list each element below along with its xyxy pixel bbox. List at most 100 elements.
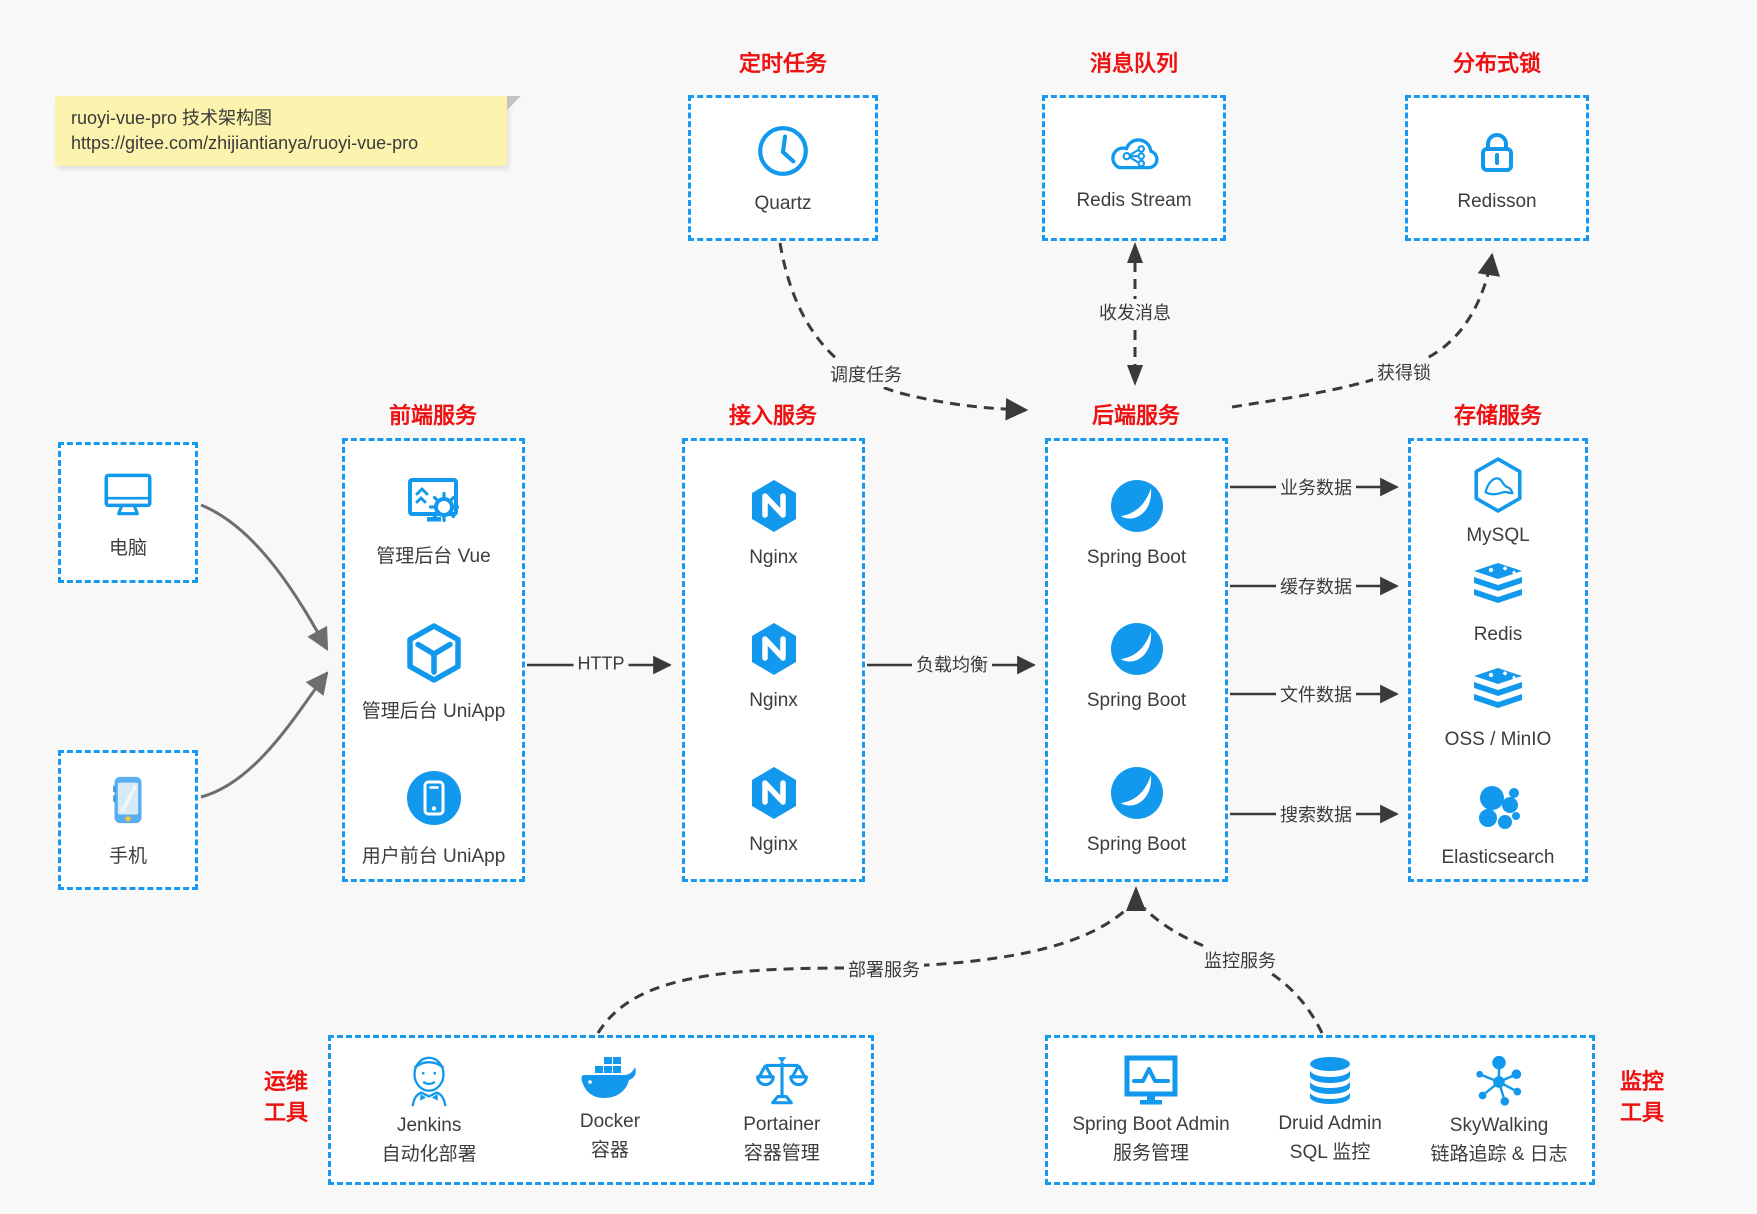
- node-label: Nginx: [749, 690, 798, 711]
- node-admin-vue: 管理后台 Vue: [345, 474, 522, 568]
- topology-icon: [1470, 1052, 1528, 1110]
- node-mobile-client: 手机: [58, 750, 198, 890]
- note-title: ruoyi-vue-pro 技术架构图: [71, 108, 273, 128]
- node-nginx-2: Nginx: [685, 619, 862, 712]
- column-title-storage: 存储服务: [1453, 403, 1542, 428]
- nginx-icon: [744, 476, 804, 536]
- database-icon: [1302, 1054, 1358, 1108]
- mobile-app-icon: [402, 766, 466, 830]
- group-ops-tools: Jenkins 自动化部署 Docker 容器 Portainer 容器管理: [328, 1035, 874, 1185]
- node-sublabel: 链路追踪 & 日志: [1430, 1144, 1568, 1165]
- node-spring-boot-3: Spring Boot: [1048, 763, 1225, 856]
- node-label: Spring Boot: [1086, 834, 1187, 855]
- edge-label-schedule-task: 调度任务: [826, 361, 906, 387]
- node-portainer: Portainer 容器管理: [743, 1053, 820, 1167]
- note-url: https://gitee.com/zhijiantianya/ruoyi-vu…: [71, 133, 419, 153]
- column-title-frontend: 前端服务: [388, 403, 477, 428]
- edge-label-deploy-service: 部署服务: [844, 956, 924, 982]
- node-mysql: MySQL: [1411, 456, 1585, 547]
- node-label: Spring Boot Admin: [1072, 1114, 1230, 1135]
- node-skywalking: SkyWalking 链路追踪 & 日志: [1430, 1052, 1568, 1168]
- edge-label-messages: 收发消息: [1095, 299, 1175, 325]
- edge-label-http: HTTP: [573, 653, 629, 675]
- admin-vue-icon: [402, 474, 466, 530]
- side-label-line: 工具: [1619, 1100, 1664, 1125]
- node-druid-admin: Druid Admin SQL 监控: [1278, 1054, 1382, 1166]
- node-label: Spring Boot: [1086, 690, 1187, 711]
- node-nginx-1: Nginx: [685, 476, 862, 569]
- node-nginx-3: Nginx: [685, 763, 862, 856]
- node-elasticsearch: Elasticsearch: [1411, 782, 1585, 869]
- edge-label-file-data: 文件数据: [1276, 681, 1356, 707]
- node-redis: Redis: [1411, 561, 1585, 646]
- spring-boot-icon: [1107, 619, 1167, 679]
- group-title-message-queue: 消息队列: [1089, 51, 1178, 76]
- node-label: Nginx: [749, 834, 798, 855]
- node-desktop-client: 电脑: [58, 442, 198, 583]
- side-label-line: 工具: [263, 1100, 308, 1125]
- node-oss-minio: OSS / MinIO: [1411, 666, 1585, 751]
- side-label-line: 监控: [1619, 1069, 1664, 1094]
- node-label: MySQL: [1466, 525, 1530, 546]
- jenkins-icon: [400, 1052, 458, 1110]
- node-label: SkyWalking: [1449, 1115, 1549, 1136]
- node-sublabel: 容器: [590, 1140, 629, 1161]
- node-sublabel: 服务管理: [1112, 1143, 1189, 1164]
- spring-boot-icon: [1107, 763, 1167, 823]
- nginx-icon: [744, 619, 804, 679]
- node-label: Quartz: [754, 192, 812, 214]
- smartphone-icon: [101, 772, 155, 828]
- mysql-icon: [1469, 456, 1527, 514]
- redis-stack-icon: [1468, 561, 1528, 613]
- node-spring-boot-admin: Spring Boot Admin 服务管理: [1072, 1053, 1230, 1167]
- node-sublabel: 自动化部署: [381, 1144, 477, 1165]
- edge-label-acquire-lock: 获得锁: [1373, 359, 1435, 385]
- edge-label-load-balance: 负载均衡: [912, 651, 992, 677]
- node-admin-uniapp: 管理后台 UniApp: [345, 621, 522, 723]
- note-fold-corner: [507, 96, 521, 110]
- side-label-line: 运维: [263, 1069, 308, 1094]
- node-label: Portainer: [743, 1114, 821, 1135]
- column-backend: Spring Boot Spring Boot Spring Boot: [1045, 438, 1228, 882]
- cloud-stream-icon: [1104, 125, 1164, 177]
- node-label: Elasticsearch: [1441, 847, 1555, 868]
- node-user-uniapp: 用户前台 UniApp: [345, 766, 522, 868]
- edge-label-business-data: 业务数据: [1276, 474, 1356, 500]
- node-sublabel: 容器管理: [743, 1143, 820, 1164]
- side-label-ops-tools: 运维 工具: [250, 1066, 322, 1128]
- node-spring-boot-2: Spring Boot: [1048, 619, 1225, 712]
- node-jenkins: Jenkins 自动化部署: [382, 1052, 477, 1168]
- node-spring-boot-1: Spring Boot: [1048, 476, 1225, 569]
- column-title-gateway: 接入服务: [728, 403, 817, 428]
- node-label: Spring Boot: [1086, 547, 1187, 568]
- node-label: 管理后台 UniApp: [361, 701, 506, 722]
- side-label-monitor-tools: 监控 工具: [1606, 1066, 1678, 1128]
- uniapp-cube-icon: [402, 621, 466, 685]
- node-redisson: Redisson: [1405, 95, 1589, 241]
- scales-icon: [753, 1053, 811, 1109]
- node-label: Redis Stream: [1076, 189, 1192, 211]
- node-label: OSS / MinIO: [1444, 729, 1552, 750]
- nginx-icon: [744, 763, 804, 823]
- node-docker: Docker 容器: [578, 1056, 642, 1164]
- node-label: 手机: [108, 846, 147, 867]
- node-redis-stream: Redis Stream: [1042, 95, 1226, 241]
- column-gateway: Nginx Nginx Nginx: [682, 438, 865, 882]
- node-label: Redisson: [1457, 190, 1537, 212]
- node-label: Redis: [1473, 624, 1523, 645]
- edge-label-search-data: 搜索数据: [1276, 801, 1356, 827]
- node-sublabel: SQL 监控: [1289, 1142, 1371, 1163]
- node-label: 用户前台 UniApp: [361, 846, 506, 867]
- docker-icon: [578, 1056, 642, 1106]
- column-storage: MySQL Redis OSS / MinIO Elasticsearch: [1408, 438, 1588, 882]
- group-title-scheduled-tasks: 定时任务: [738, 51, 827, 76]
- column-frontend: 管理后台 Vue 管理后台 UniApp 用户前台 UniApp: [342, 438, 525, 882]
- edge-label-cache-data: 缓存数据: [1276, 573, 1356, 599]
- node-quartz: Quartz: [688, 95, 878, 241]
- padlock-icon: [1469, 124, 1525, 178]
- monitor-chart-icon: [1120, 1053, 1182, 1109]
- node-label: Nginx: [749, 547, 798, 568]
- sticky-note: ruoyi-vue-pro 技术架构图 https://gitee.com/zh…: [55, 96, 521, 166]
- desktop-icon: [98, 466, 158, 520]
